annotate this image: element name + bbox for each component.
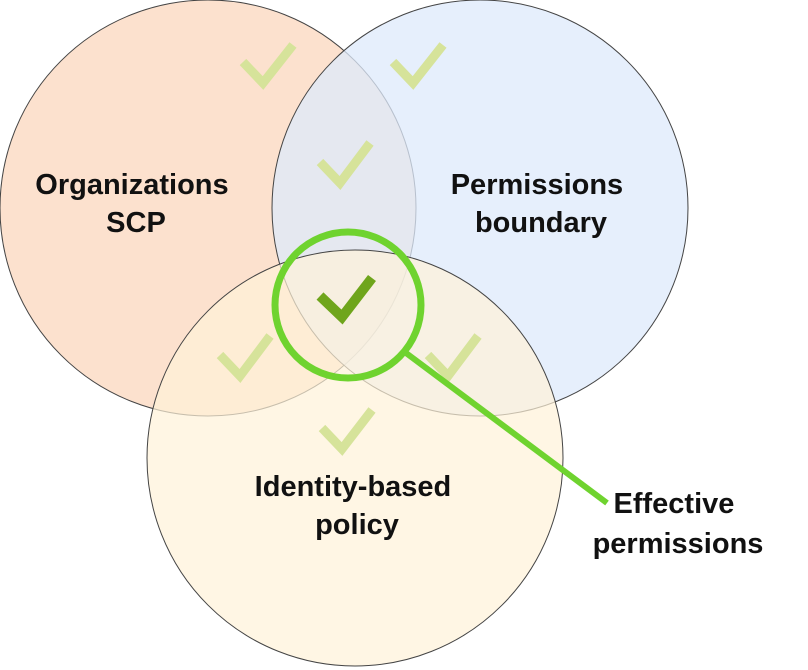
effective-permissions-label: Effective permissions [593, 488, 764, 560]
organizations-scp-label: Organizations SCP [35, 169, 236, 239]
identity-based-policy-label: Identity-based policy [255, 471, 460, 541]
checkmark-icon [239, 42, 297, 90]
callout-connector [400, 347, 609, 506]
checkmark-icon [316, 140, 374, 190]
checkmark-icon [389, 42, 447, 90]
checkmark-icon [316, 274, 376, 325]
permissions-boundary-label: Permissions boundary [451, 169, 632, 239]
identity-based-policy-circle [146, 249, 564, 667]
checkmark-icon [318, 407, 376, 456]
checkmark-icon [216, 333, 274, 383]
effective-permissions-highlight [271, 228, 425, 382]
checkmark-icon [424, 333, 482, 383]
